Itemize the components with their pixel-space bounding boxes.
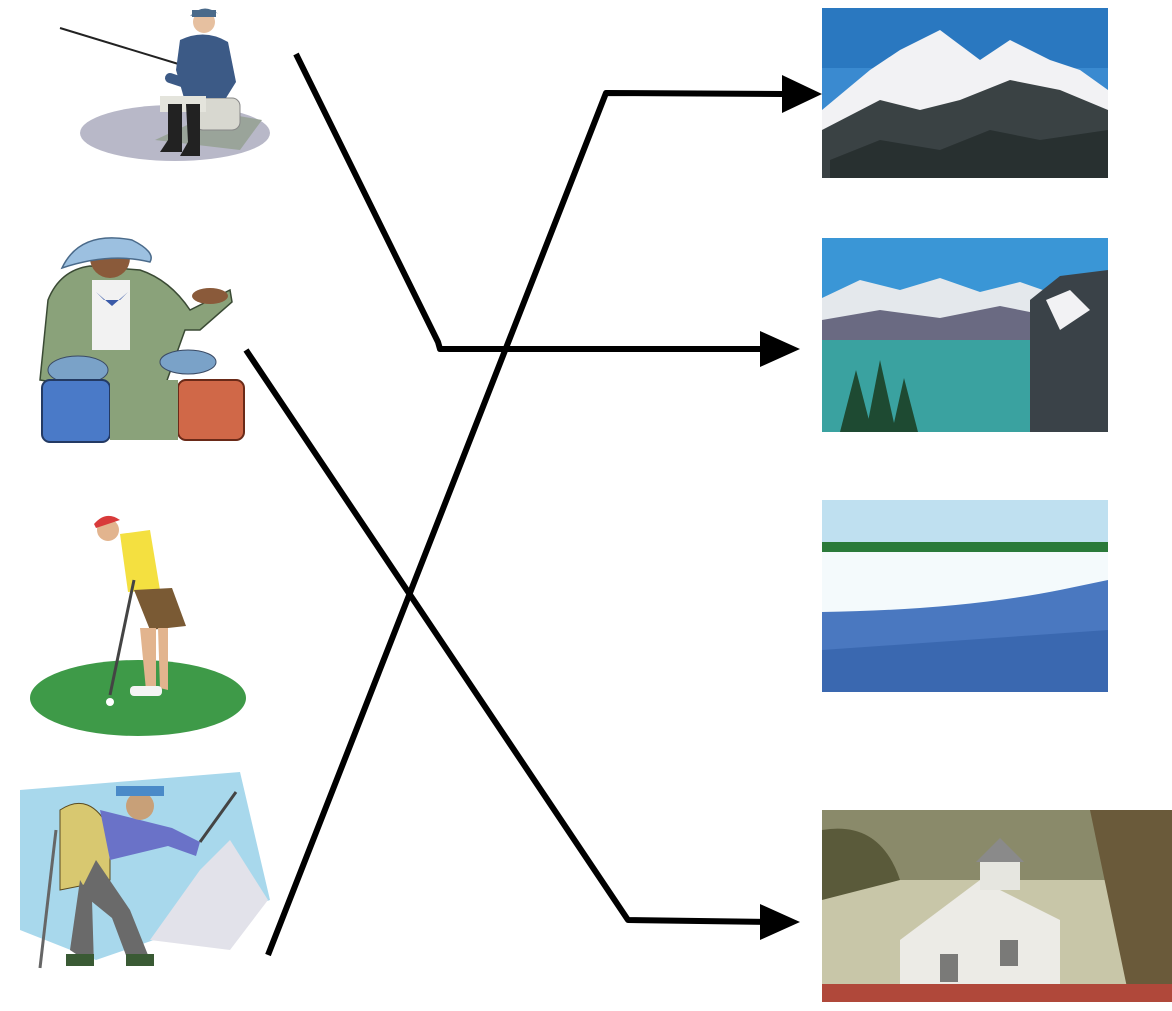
connection-hiker-to-chapel: [243, 348, 800, 940]
mountain-lake-icon: [822, 238, 1108, 432]
waterfall-icon: [822, 500, 1108, 692]
connection-fisherman-to-lake: [293, 52, 800, 367]
climber-icon: [20, 772, 270, 969]
arrowhead-icon: [782, 75, 822, 113]
arrowhead-icon: [760, 331, 800, 367]
forest-chapel-icon: [822, 810, 1172, 1002]
snowy-mountains-icon: [822, 8, 1108, 178]
hiker-guide-icon: [39, 237, 245, 443]
golfer-icon: [30, 515, 246, 736]
connection-climber-to-mountains: [265, 75, 822, 957]
arrowhead-icon: [760, 904, 800, 940]
fisherman-icon: [59, 8, 270, 161]
